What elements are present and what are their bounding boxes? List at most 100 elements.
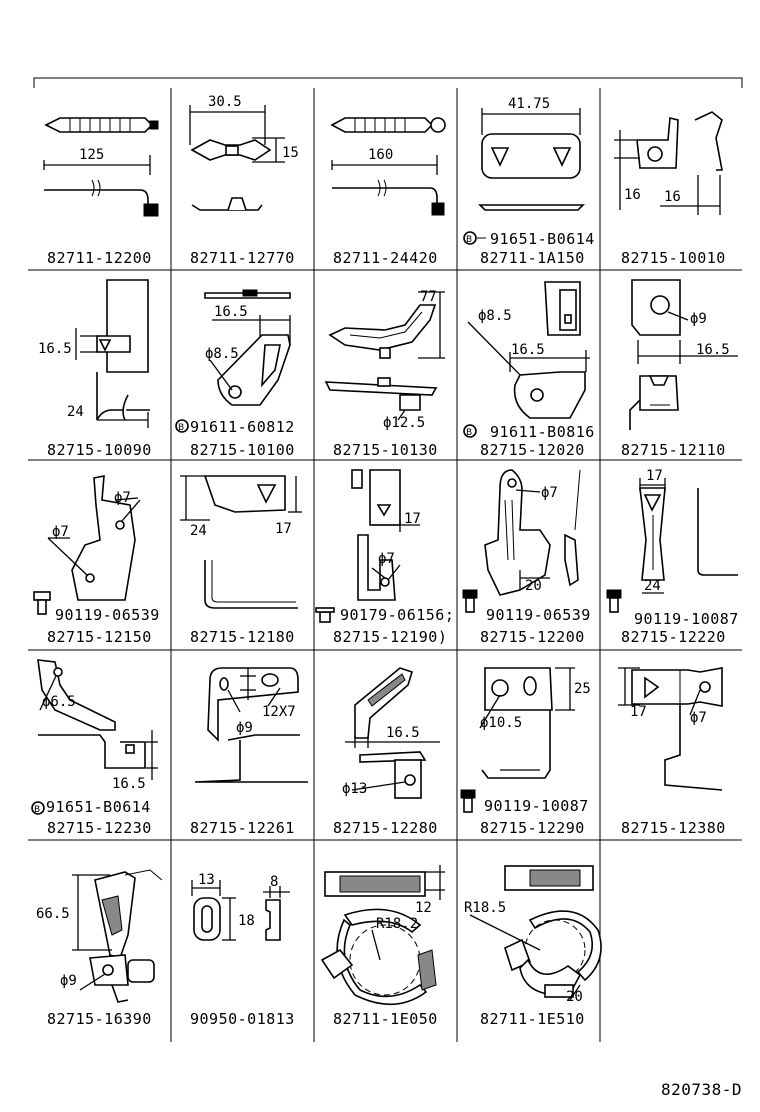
callout-marker: B xyxy=(466,235,472,245)
part-drawing-82715-12230 xyxy=(31,659,158,815)
part-drawing-82715-12110 xyxy=(629,279,738,430)
part-number: 82711-24420 xyxy=(333,249,438,267)
part-drawing-82711-24420 xyxy=(330,117,446,216)
part-number: 82715-12230 xyxy=(47,819,152,837)
part-drawing-82715-10090 xyxy=(75,279,150,428)
part-number: 82715-16390 xyxy=(47,1010,152,1028)
part-drawing-82715-12190 xyxy=(315,469,420,623)
dim-label: ϕ9 xyxy=(236,720,253,736)
part-callout: 90119-10087 xyxy=(484,797,589,815)
part-number: 82715-12290 xyxy=(480,819,585,837)
part-drawing-82711-1E050 xyxy=(320,865,445,1006)
part-number: 82715-10100 xyxy=(190,441,295,459)
dim-label: 12 xyxy=(415,900,432,916)
part-number: 82711-12200 xyxy=(47,249,152,267)
part-callout: 90119-06539 xyxy=(486,606,591,624)
part-number: 82715-12110 xyxy=(621,441,726,459)
part-number: 82711-1E050 xyxy=(333,1010,438,1028)
part-drawing-82715-12220 xyxy=(606,478,738,613)
part-number: 82715-12280 xyxy=(333,819,438,837)
dim-label: R18.5 xyxy=(464,900,506,916)
dim-label: 15 xyxy=(282,145,299,161)
dim-label: 77 xyxy=(420,289,437,305)
part-number: 90950-01813 xyxy=(190,1010,295,1028)
dim-label: ϕ7 xyxy=(52,524,69,540)
part-drawing-82715-01813 xyxy=(191,880,290,941)
part-callout: 90119-10087 xyxy=(634,610,739,628)
part-drawing-82715-16390 xyxy=(72,869,163,1003)
dim-label: 18 xyxy=(238,913,255,929)
dim-label: 20 xyxy=(566,989,583,1005)
part-callout: 91611-60812 xyxy=(190,418,295,436)
dim-label: 16.5 xyxy=(696,342,730,358)
part-number: 82715-12180 xyxy=(190,628,295,646)
dim-label: ϕ7 xyxy=(690,710,707,726)
callout-marker: B xyxy=(34,805,40,815)
part-callout: 91651-B0614 xyxy=(490,230,595,248)
dim-label: 30.5 xyxy=(208,94,242,110)
dim-label: ϕ6.5 xyxy=(42,694,76,710)
part-drawing-82711-12770 xyxy=(189,105,285,211)
grid-frame xyxy=(28,77,743,1042)
dim-label: 125 xyxy=(79,147,104,163)
dim-label: ϕ7 xyxy=(378,551,395,567)
dim-label: 16 xyxy=(664,189,681,205)
part-drawing-82711-1E510 xyxy=(469,865,602,1001)
dim-label: ϕ9 xyxy=(60,973,77,989)
part-drawing-82715-12020 xyxy=(463,281,590,438)
dim-label: 17 xyxy=(404,511,421,527)
part-number: 82711-1A150 xyxy=(480,249,585,267)
part-drawing-82711-12200 xyxy=(43,117,159,217)
callout-marker: B xyxy=(466,428,472,438)
part-number: 82715-12200 xyxy=(480,628,585,646)
part-number: 82715-10010 xyxy=(621,249,726,267)
dim-label: ϕ8.5 xyxy=(478,308,512,324)
dim-label: 25 xyxy=(574,681,591,697)
dim-label: ϕ8.5 xyxy=(205,346,239,362)
part-callout: 91611-B0816 xyxy=(490,423,595,441)
part-drawing-82715-12200 xyxy=(462,469,581,613)
part-drawing-82715-12180 xyxy=(180,475,302,609)
part-number: 82715-10090 xyxy=(47,441,152,459)
part-number: 82715-12150 xyxy=(47,628,152,646)
dim-label: 16.5 xyxy=(386,725,420,741)
dim-label: 8 xyxy=(270,874,278,890)
dim-label: 16 xyxy=(624,187,641,203)
part-number: 82715-12380 xyxy=(621,819,726,837)
part-drawing-82715-12380 xyxy=(618,667,723,791)
dim-label: 13 xyxy=(198,872,215,888)
dim-label: 24 xyxy=(644,578,661,594)
part-drawing-82715-10100 xyxy=(175,289,291,433)
dim-label: R18.2 xyxy=(376,916,418,932)
part-number: 82715-12261 xyxy=(190,819,295,837)
part-callout: 90119-06539 xyxy=(55,606,160,624)
dim-label: 24 xyxy=(190,523,207,539)
part-number: 82711-1E510 xyxy=(480,1010,585,1028)
dim-label: 20 xyxy=(525,578,542,594)
dim-label: ϕ7 xyxy=(541,485,558,501)
part-drawing-82715-12290 xyxy=(460,667,575,813)
part-drawing-82711-1A150 xyxy=(463,108,585,245)
part-drawing-82715-12261 xyxy=(194,667,308,783)
dim-label: ϕ12.5 xyxy=(383,415,425,431)
dim-label: 12X7 xyxy=(262,704,296,720)
dim-label: ϕ9 xyxy=(690,311,707,327)
dim-label: 17 xyxy=(630,704,647,720)
part-drawing-82715-12150 xyxy=(33,475,141,615)
dim-label: 17 xyxy=(646,468,663,484)
dim-label: 16.5 xyxy=(511,342,545,358)
part-drawing-82715-12280 xyxy=(345,667,440,799)
part-number: 82715-12020 xyxy=(480,441,585,459)
dim-label: ϕ10.5 xyxy=(480,715,522,731)
part-callout: 90179-06156; xyxy=(340,606,454,624)
dim-label: 41.75 xyxy=(508,96,550,112)
dim-label: 16.5 xyxy=(38,341,72,357)
part-number: 82711-12770 xyxy=(190,249,295,267)
dim-label: 17 xyxy=(275,521,292,537)
dim-label: 16.5 xyxy=(112,776,146,792)
part-number: 82715-12220 xyxy=(621,628,726,646)
dim-label: 160 xyxy=(368,147,393,163)
part-drawing-82715-10010 xyxy=(614,111,723,215)
drawing-number: 820738-D xyxy=(660,1080,742,1099)
